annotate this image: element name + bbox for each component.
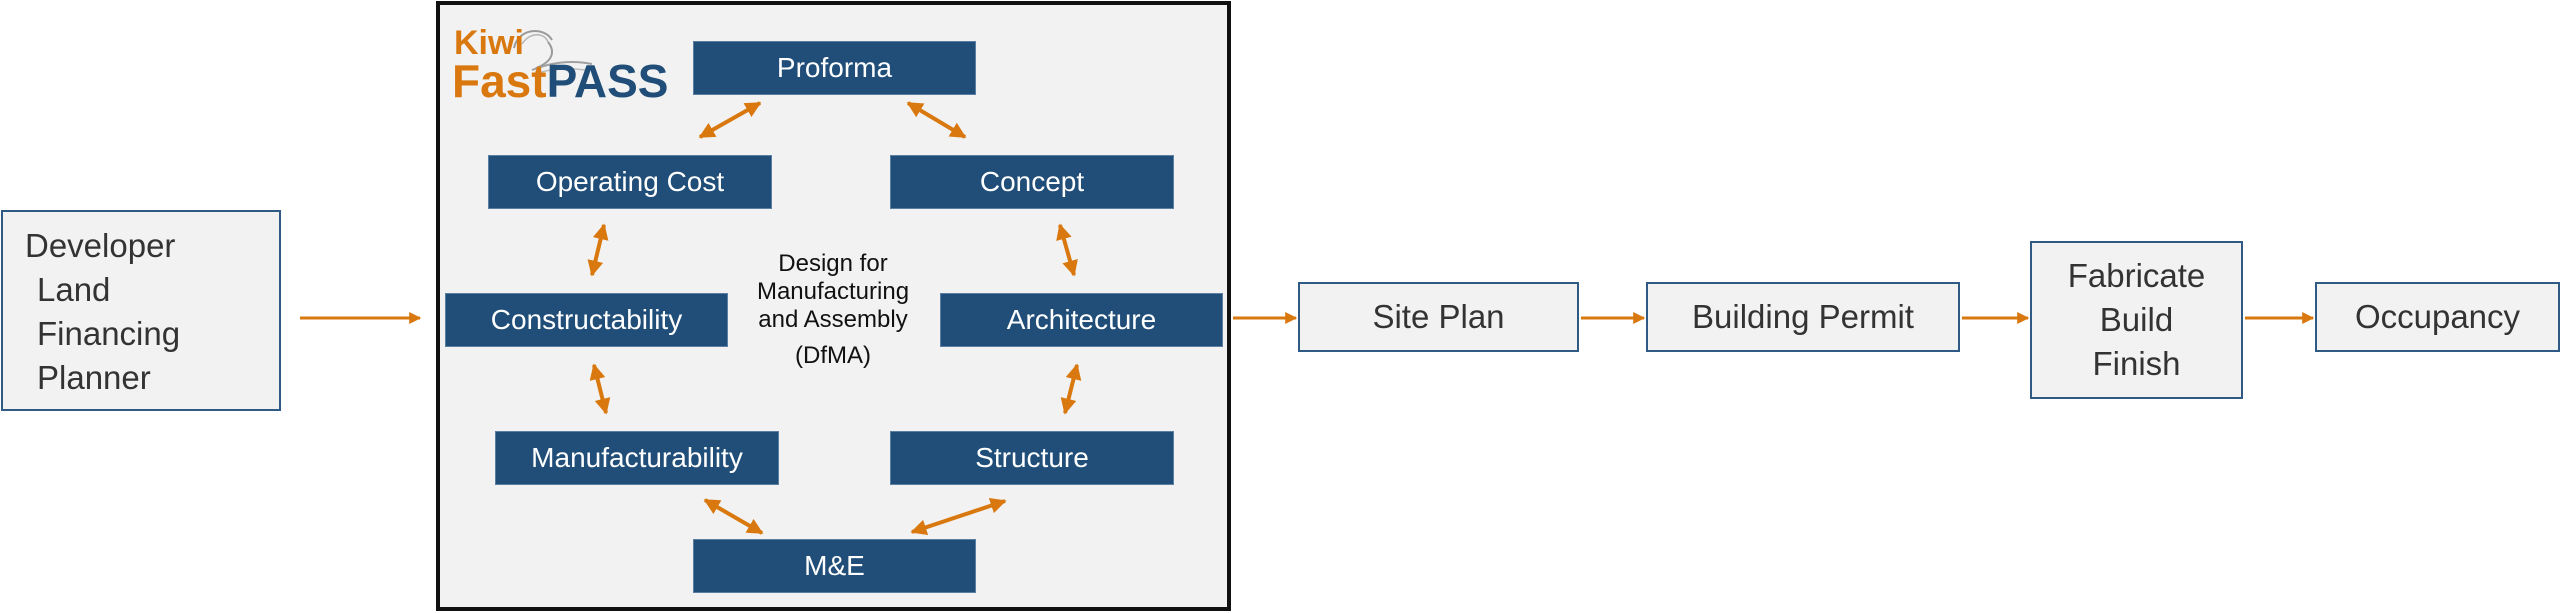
node-me-label: M&E bbox=[804, 550, 865, 581]
start-line-financing: Financing bbox=[37, 315, 181, 352]
node-proforma-label: Proforma bbox=[776, 52, 893, 83]
step-fabricate-build-finish: Fabricate Build Finish bbox=[2030, 241, 2243, 399]
logo-pass-text: PASS bbox=[546, 55, 669, 107]
kiwi-fastpass-logo: Kiwi FastPASS bbox=[452, 18, 668, 108]
node-architecture: Architecture bbox=[940, 293, 1223, 347]
step-site-plan-label: Site Plan bbox=[1372, 298, 1505, 335]
dfma-label-line1: Design for bbox=[778, 250, 888, 277]
node-constructability-label: Constructability bbox=[490, 304, 683, 335]
step-building-permit-label: Building Permit bbox=[1692, 298, 1914, 335]
cycle-arrow-proforma-concept bbox=[906, 101, 967, 139]
dfma-label-line3: and Assembly bbox=[758, 306, 908, 333]
node-me: M&E bbox=[693, 539, 976, 593]
dfma-label-line2: Manufacturing bbox=[756, 278, 910, 305]
node-structure-label: Structure bbox=[975, 442, 1089, 473]
node-manufacturability: Manufacturability bbox=[495, 431, 779, 485]
node-concept-label: Concept bbox=[979, 166, 1085, 197]
cycle-arrow-architecture-structure bbox=[1060, 363, 1082, 415]
step-occupancy-label: Occupancy bbox=[2354, 298, 2521, 335]
start-line-planner: Planner bbox=[37, 359, 151, 396]
step-finish-label: Finish bbox=[2092, 345, 2181, 382]
node-architecture-label: Architecture bbox=[1006, 304, 1157, 335]
logo-fastpass-text: FastPASS bbox=[452, 58, 668, 104]
node-operating-cost-label: Operating Cost bbox=[535, 166, 725, 197]
dfma-label-line4: (DfMA) bbox=[795, 342, 871, 369]
start-line-developer: Developer bbox=[25, 227, 176, 264]
step-occupancy: Occupancy bbox=[2315, 282, 2560, 352]
dfma-center-label: Design for Manufacturing and Assembly (D… bbox=[733, 250, 933, 370]
node-structure: Structure bbox=[890, 431, 1174, 485]
cycle-arrow-constructability-manufacturability bbox=[589, 363, 611, 415]
kiwi-bird-icon bbox=[513, 30, 593, 75]
step-build-label: Build bbox=[2099, 301, 2174, 338]
cycle-arrow-proforma-operating-cost bbox=[698, 101, 762, 139]
logo-fast-text: Fast bbox=[452, 55, 547, 107]
cycle-arrow-structure-me-line bbox=[910, 497, 1007, 536]
node-proforma: Proforma bbox=[693, 41, 976, 95]
cycle-arrow-operating-cost-constructability bbox=[587, 223, 609, 277]
cycle-arrow-manufacturability-me bbox=[703, 498, 764, 535]
start-box-developer: Developer Land Financing Planner bbox=[1, 210, 281, 411]
step-site-plan: Site Plan bbox=[1298, 282, 1579, 352]
node-manufacturability-label: Manufacturability bbox=[531, 442, 743, 473]
start-line-land: Land bbox=[37, 271, 111, 308]
step-building-permit: Building Permit bbox=[1646, 282, 1960, 352]
step-fabricate-label: Fabricate bbox=[2067, 257, 2206, 294]
cycle-arrow-concept-architecture bbox=[1056, 223, 1078, 277]
node-operating-cost: Operating Cost bbox=[488, 155, 772, 209]
node-constructability: Constructability bbox=[445, 293, 728, 347]
logo-kiwi-text: Kiwi bbox=[454, 24, 524, 62]
node-concept: Concept bbox=[890, 155, 1174, 209]
